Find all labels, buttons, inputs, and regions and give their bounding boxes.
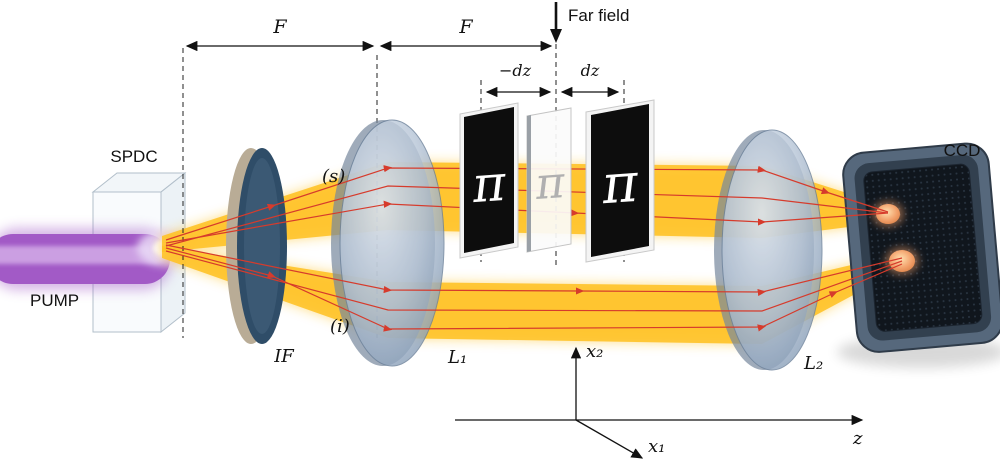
- minus-dz-label: −dz: [499, 61, 532, 80]
- phase-mask-left: π: [459, 102, 519, 259]
- focal-length-label-left: F: [272, 16, 287, 38]
- z-axis-label: z: [852, 428, 863, 449]
- signal-mode-label: (s): [322, 166, 345, 187]
- rays: [165, 165, 903, 332]
- x1-axis-label: x₁: [648, 436, 665, 457]
- signal-ray-2: [165, 200, 889, 244]
- idler-ray-3: [165, 250, 903, 312]
- lens-2: [714, 129, 823, 371]
- idler-ray-2: [165, 247, 903, 332]
- pi-glyph-left: π: [470, 154, 509, 214]
- mask-right-plate: [591, 104, 649, 257]
- mask-center-edge: [527, 115, 531, 252]
- filter-label: IF: [273, 346, 295, 367]
- phase-mask-right: π: [585, 99, 655, 263]
- signal-ray-1: [165, 165, 889, 241]
- dz-label: dz: [581, 61, 600, 80]
- interference-filter: [226, 148, 287, 344]
- pi-glyph-right: π: [599, 151, 641, 216]
- far-field-label: Far field: [568, 6, 629, 25]
- x1-axis: [575, 419, 644, 459]
- far-field-marker: Far field: [550, 2, 629, 43]
- mask-left-plate: [464, 107, 514, 253]
- ccd-sensor: [863, 163, 983, 332]
- ccd-label: CCD: [944, 141, 981, 160]
- idler-mode-label: (i): [330, 316, 350, 337]
- lens1-label: L₁: [447, 347, 467, 368]
- phase-mask-center: π: [526, 107, 572, 253]
- lens2-face: [721, 129, 823, 371]
- spdc-label: SPDC: [110, 147, 157, 166]
- lens2-label: L₂: [803, 353, 823, 374]
- pi-glyph-center: π: [533, 157, 567, 210]
- signal-ray-3: [165, 185, 889, 247]
- far-field-arrowhead: [550, 29, 562, 43]
- pump-label: PUMP: [30, 291, 79, 310]
- coordinate-axes: [455, 346, 864, 459]
- measurements: [185, 40, 620, 98]
- x2-axis-label: x₂: [586, 341, 603, 362]
- focal-length-label-right: F: [458, 16, 473, 38]
- ccd-camera: [842, 142, 1000, 353]
- signal-spot: [876, 204, 900, 224]
